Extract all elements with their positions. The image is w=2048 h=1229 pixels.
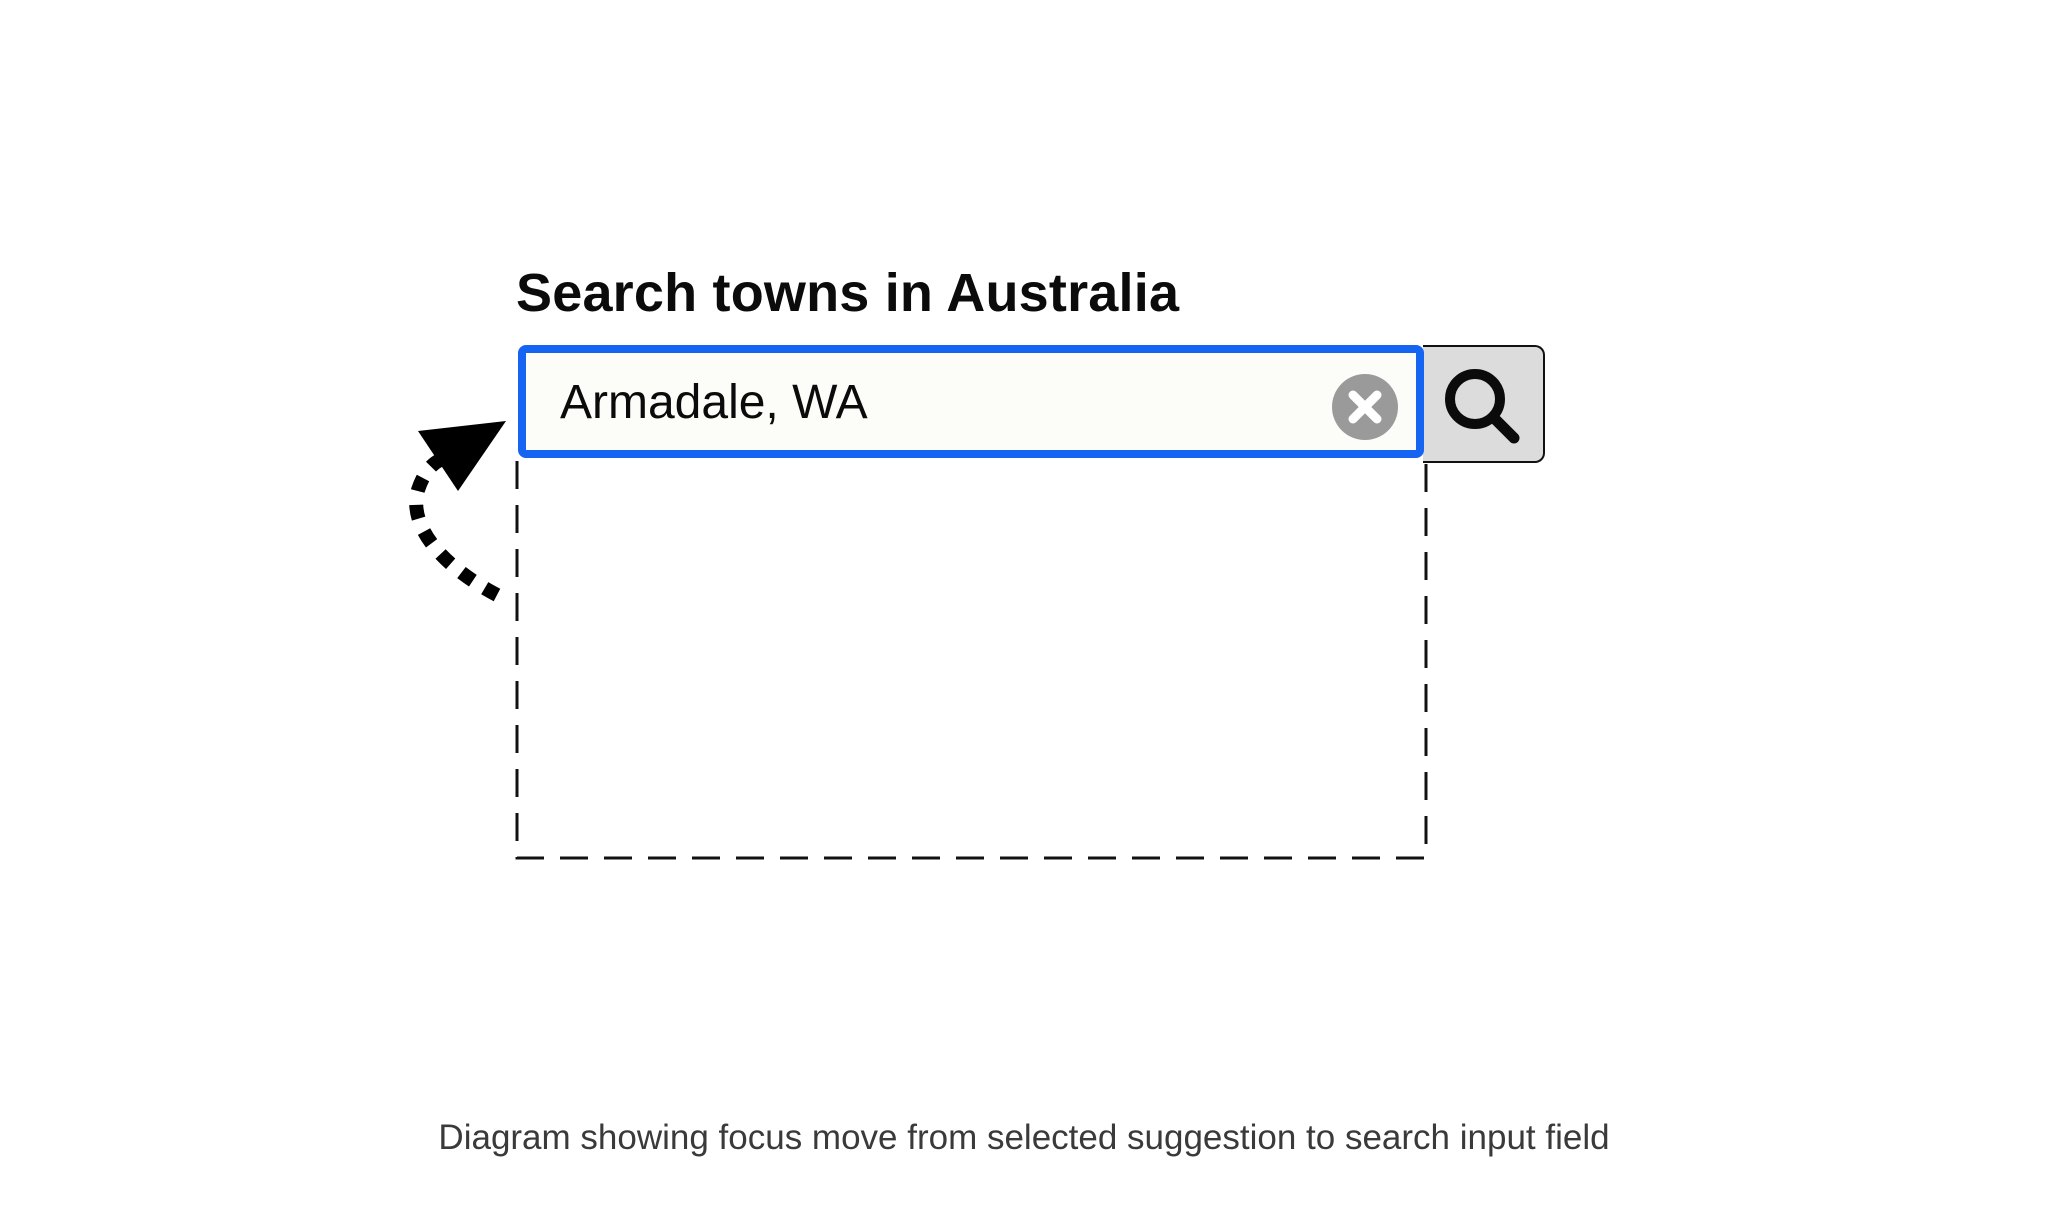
clear-icon[interactable]: [1332, 374, 1398, 440]
search-label: Search towns in Australia: [516, 263, 1180, 323]
focus-move-arrow: [409, 421, 506, 602]
search-button[interactable]: [1423, 345, 1545, 463]
search-input[interactable]: Armadale, WA: [518, 345, 1424, 458]
search-icon: [1441, 365, 1523, 447]
diagram-caption: Diagram showing focus move from selected…: [438, 1118, 1610, 1157]
suggestion-list-placeholder: [515, 461, 1428, 860]
search-input-value: Armadale, WA: [560, 376, 868, 429]
